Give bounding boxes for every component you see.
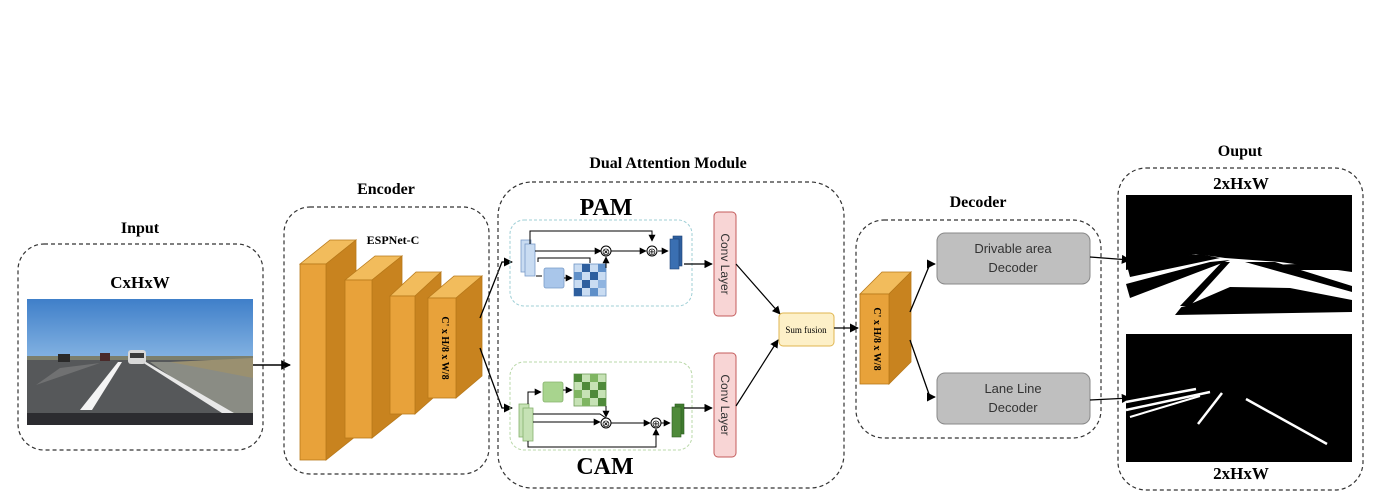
output-dims-top: 2xHxW bbox=[1213, 174, 1269, 193]
cam-multiply-icon: ⊗ bbox=[602, 419, 610, 430]
drivable-area-mask bbox=[1126, 195, 1352, 322]
encoder-backbone: ESPNet-C bbox=[367, 233, 420, 247]
pam-multiply-icon: ⊗ bbox=[602, 247, 610, 258]
conv-layer-cam: Conv Layer bbox=[713, 352, 737, 458]
pam-module: ⊗ ⊕ bbox=[509, 219, 693, 307]
encoder-block-1 bbox=[298, 239, 358, 461]
sum-fusion-label: Sum fusion bbox=[785, 325, 827, 335]
cam-label: CAM bbox=[576, 454, 633, 480]
lane-decoder-line1: Lane Line bbox=[984, 381, 1041, 396]
cam-add-icon: ⊕ bbox=[652, 419, 660, 430]
cam-attention-matrix bbox=[573, 373, 607, 407]
encoder-title: Encoder bbox=[357, 181, 415, 198]
input-frame bbox=[17, 243, 264, 451]
arrow-drivable-output bbox=[1089, 254, 1131, 264]
output-dims-bottom: 2xHxW bbox=[1213, 464, 1269, 483]
attention-section: Dual Attention Module PAM CAM bbox=[497, 155, 845, 489]
input-section: Input CxHxW bbox=[17, 220, 264, 451]
decoder-feature-dims: C' x H/8 x W/8 bbox=[871, 307, 882, 370]
encoder-section: Encoder ESPNet-C C' x H/8 x W/8 bbox=[283, 181, 490, 475]
attention-frame bbox=[497, 181, 845, 489]
decoder-title: Decoder bbox=[950, 194, 1007, 211]
pam-attention-matrix bbox=[573, 263, 607, 297]
output-section: Ouput 2xHxW 2xHxW bbox=[1117, 143, 1364, 491]
input-dims: CxHxW bbox=[110, 273, 170, 292]
cam-module: ⊗ ⊕ bbox=[509, 361, 693, 451]
output-frame bbox=[1117, 167, 1364, 491]
arrow-lane-output bbox=[1089, 393, 1131, 403]
output-title: Ouput bbox=[1218, 143, 1263, 160]
encoder-frame bbox=[283, 206, 490, 475]
attention-title: Dual Attention Module bbox=[589, 155, 746, 172]
input-road-image bbox=[27, 299, 253, 425]
encoder-feature-dims: C' x H/8 x W/8 bbox=[439, 316, 450, 379]
conv-layer-pam: Conv Layer bbox=[713, 211, 737, 317]
decoder-frame bbox=[855, 219, 1102, 439]
conv-layer-cam-label: Conv Layer bbox=[718, 374, 732, 435]
pam-add-icon: ⊕ bbox=[648, 247, 656, 258]
decoder-section: Decoder C' x H/8 x W/8 Drivable area Dec… bbox=[855, 194, 1102, 439]
input-title: Input bbox=[121, 220, 160, 237]
drivable-area-decoder: Drivable area Decoder bbox=[936, 232, 1091, 285]
encoder-feature-block: C' x H/8 x W/8 bbox=[426, 275, 484, 399]
sum-fusion: Sum fusion bbox=[778, 312, 835, 347]
arrow-encoder-cam bbox=[479, 347, 513, 413]
decoder-feature-block: C' x H/8 x W/8 bbox=[859, 271, 912, 385]
drivable-decoder-line2: Decoder bbox=[988, 260, 1038, 275]
lane-decoder-line2: Decoder bbox=[988, 400, 1038, 415]
conv-layer-pam-label: Conv Layer bbox=[718, 233, 732, 294]
lane-line-decoder: Lane Line Decoder bbox=[936, 372, 1091, 425]
drivable-decoder-line1: Drivable area bbox=[974, 241, 1052, 256]
arrow-encoder-pam bbox=[479, 257, 513, 319]
pam-label: PAM bbox=[580, 195, 633, 221]
lane-line-mask bbox=[1125, 334, 1352, 462]
